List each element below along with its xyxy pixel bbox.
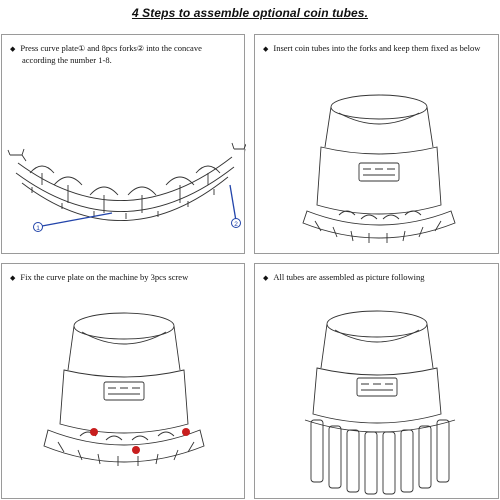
step-1-text-b: and 8pcs forks	[85, 43, 137, 53]
screw-marker	[182, 428, 190, 436]
step-4-text: All tubes are assembled as picture follo…	[273, 272, 425, 282]
callout-1-marker	[33, 222, 43, 232]
step-1-mark-2: ②	[136, 44, 145, 53]
callout-1-label: 1	[36, 225, 40, 232]
callout-2-marker	[231, 218, 241, 228]
step-3-text: Fix the curve plate on the machine by 3p…	[20, 272, 189, 282]
step-2-text: Insert coin tubes into the forks and kee…	[273, 43, 481, 53]
step-1-text-c: into the concave	[144, 43, 202, 53]
step-1-text-d: according the number 1-8.	[22, 55, 112, 65]
step-1-panel: ◆ Press curve plate① and 8pcs forks② into…	[1, 34, 246, 254]
diamond-bullet-icon: ◆	[263, 45, 269, 53]
step-1-text-a: Press curve plate	[20, 43, 78, 53]
machine-with-tubes-illustration	[304, 310, 456, 495]
step-4-caption: ◆ All tubes are assembled as picture foll…	[263, 272, 492, 284]
diamond-bullet-icon: ◆	[10, 45, 16, 53]
machine-with-screws-illustration	[43, 312, 205, 466]
step-2-caption: ◆ Insert coin tubes into the forks and ke…	[263, 43, 492, 55]
curve-plate-forks-diagram: 1 2	[7, 142, 246, 232]
callout-2-label: 2	[234, 221, 238, 228]
step-1-mark-1: ①	[77, 44, 86, 53]
step-3-caption: ◆ Fix the curve plate on the machine by 3…	[10, 272, 238, 284]
screw-marker	[90, 428, 98, 436]
diamond-bullet-icon: ◆	[263, 274, 269, 282]
machine-with-forks-illustration	[302, 94, 456, 243]
step-2-panel: ◆ Insert coin tubes into the forks and ke…	[254, 34, 499, 254]
step-3-panel: ◆ Fix the curve plate on the machine by 3…	[1, 263, 245, 499]
diamond-bullet-icon: ◆	[10, 274, 16, 282]
step-4-panel: ◆ All tubes are assembled as picture foll…	[254, 263, 499, 499]
page-title: 4 Steps to assemble optional coin tubes.	[131, 6, 369, 20]
screw-marker	[132, 446, 140, 454]
step-1-caption: ◆ Press curve plate① and 8pcs forks② into…	[10, 43, 238, 66]
